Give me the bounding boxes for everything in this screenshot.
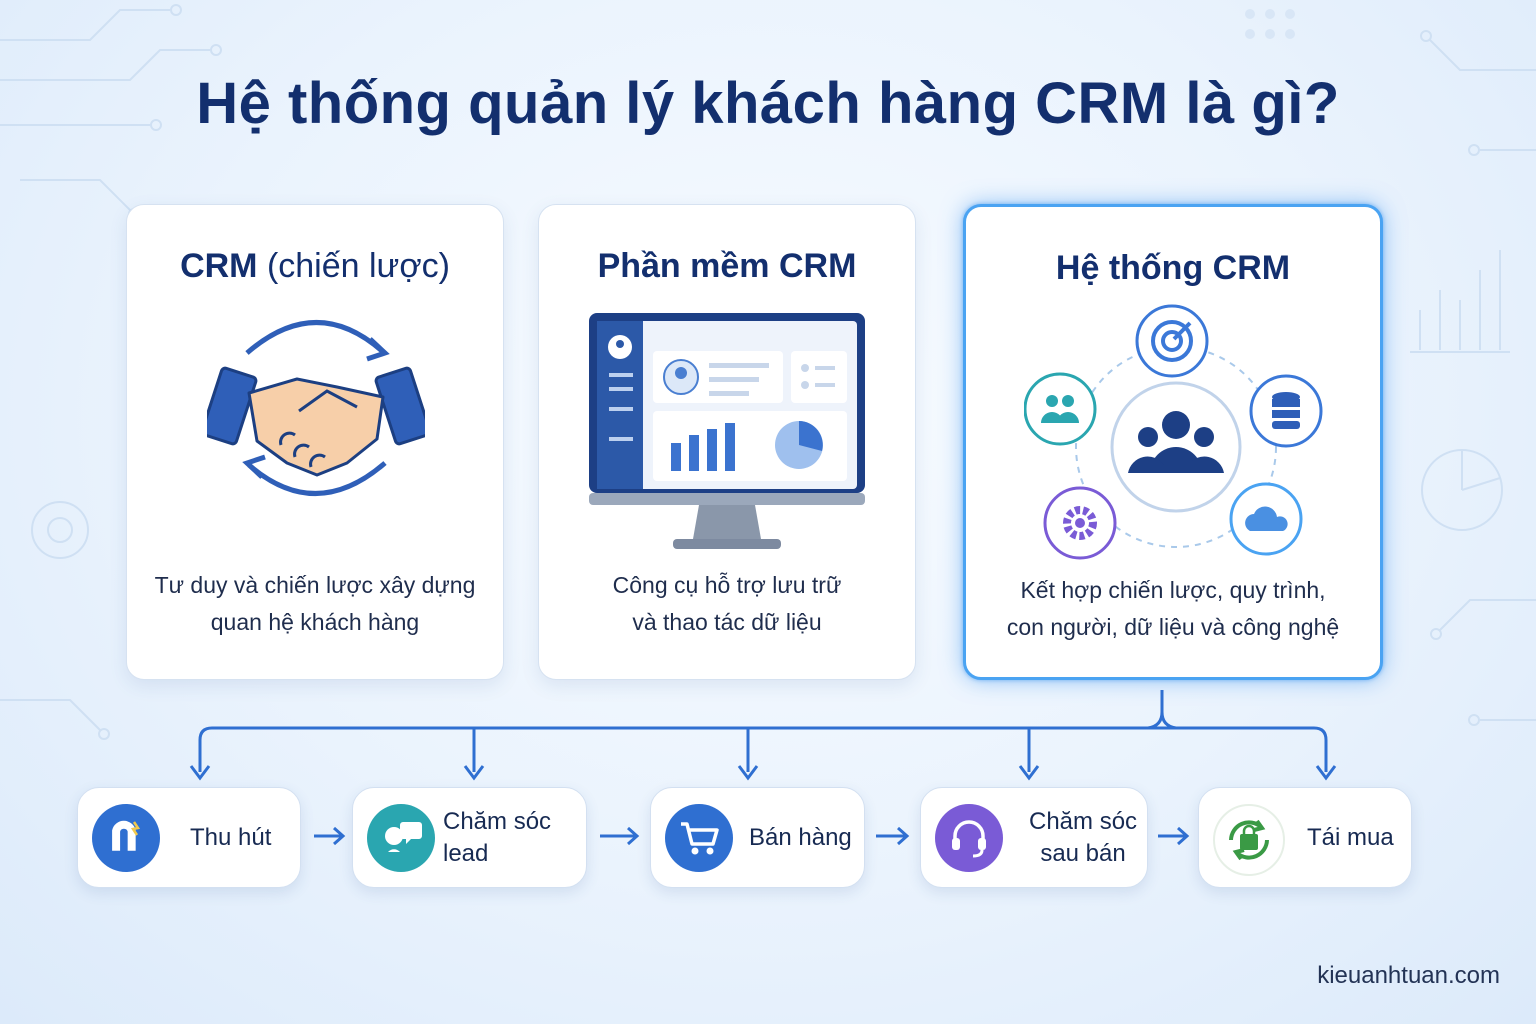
cart-icon (665, 804, 733, 872)
card-description: Tư duy và chiến lược xây dựng quan hệ kh… (127, 567, 503, 641)
target-icon (1135, 304, 1209, 378)
card-title: CRM (chiến lược) (127, 247, 503, 286)
people-network-icon (1024, 304, 1323, 560)
step-tai-mua: Tái mua (1198, 787, 1412, 888)
recycle-bag-icon (1213, 804, 1285, 876)
database-icon (1249, 374, 1323, 448)
card-description-line: và thao tác dữ liệu (632, 609, 822, 635)
chat-bubbles-icon (367, 804, 435, 872)
team-icon (1024, 372, 1097, 446)
step-label-line: Chăm sóc (1029, 807, 1138, 835)
handshake-icon (207, 320, 425, 496)
card-crm-strategy: CRM (chiến lược) Tư duy và chiến lược xâ… (126, 204, 504, 680)
card-description-line: Công cụ hỗ trợ lưu trữ (612, 572, 842, 598)
card-crm-software: Phần mềm CRM Công cụ hỗ trợ lưu trữ và t… (538, 204, 916, 680)
step-thu-hut: Thu hút (77, 787, 301, 888)
step-cham-soc-lead: Chăm sóc lead (352, 787, 587, 888)
card-title: Phần mềm CRM (597, 247, 857, 285)
headset-icon (935, 804, 1003, 872)
step-label: Chăm sóc lead (443, 807, 552, 867)
card-description-line: Tư duy và chiến lược xây dựng (154, 572, 476, 598)
card-description: Kết hợp chiến lược, quy trình, con người… (966, 572, 1380, 646)
card-title-suffix: (chiến lược) (266, 247, 450, 285)
card-title: Hệ thống CRM (1055, 249, 1291, 287)
step-label: Chăm sóc sau bán (1029, 788, 1137, 887)
gear-icon (1043, 486, 1117, 560)
step-ban-hang: Bán hàng (650, 787, 865, 888)
step-label: Bán hàng (749, 823, 852, 851)
card-title-main: CRM (180, 247, 258, 285)
step-cham-soc-sau-ban: Chăm sóc sau bán (920, 787, 1148, 888)
magnet-icon (92, 804, 160, 872)
monitor-dashboard-icon (589, 313, 865, 549)
step-label-line: sau bán (1040, 839, 1126, 867)
page-title: Hệ thống quản lý khách hàng CRM là gì? (196, 71, 1340, 136)
footer-website: kieuanhtuan.com (1317, 962, 1500, 989)
card-description-line: Kết hợp chiến lược, quy trình, (1020, 577, 1326, 603)
step-label: Thu hút (190, 823, 272, 851)
step-label: Tái mua (1307, 823, 1394, 851)
card-crm-system: Hệ thống CRM (963, 204, 1383, 680)
cloud-icon (1229, 482, 1303, 556)
card-description-line: con người, dữ liệu và công nghệ (1006, 614, 1340, 640)
card-description-line: quan hệ khách hàng (210, 609, 420, 635)
card-description: Công cụ hỗ trợ lưu trữ và thao tác dữ li… (539, 567, 915, 641)
